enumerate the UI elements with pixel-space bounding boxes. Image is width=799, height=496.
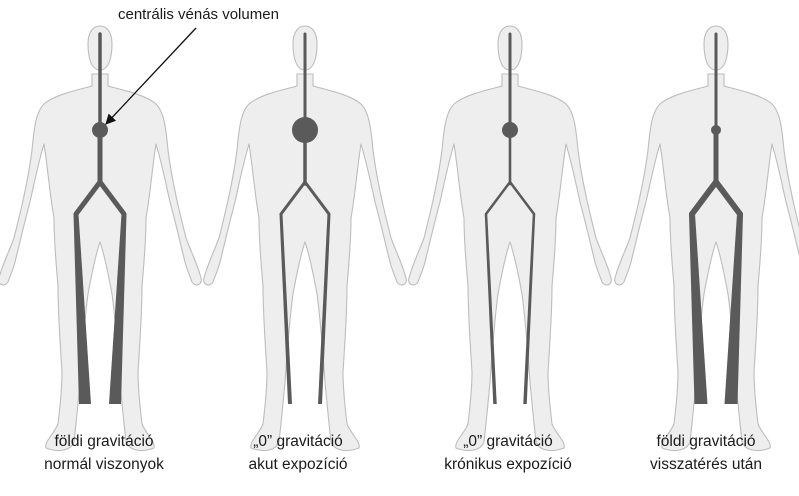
caption-line2: normál viszonyok (4, 453, 204, 476)
caption-fig4: földi gravitáció visszatérés után (606, 430, 799, 476)
caption-fig1: földi gravitáció normál viszonyok (4, 430, 204, 476)
body-figure-1 (0, 26, 201, 450)
annotation-label: centrális vénás volumen (118, 6, 279, 23)
caption-fig3: „0” gravitáció krónikus expozíció (408, 430, 608, 476)
body-silhouette (615, 26, 799, 450)
central-volume-dot (711, 125, 721, 135)
caption-line1: földi gravitáció (606, 430, 799, 453)
caption-line2: akut expozíció (198, 453, 398, 476)
caption-line2: krónikus expozíció (408, 453, 608, 476)
central-volume-dot (502, 122, 518, 138)
caption-line1: „0” gravitáció (198, 430, 398, 453)
central-volume-dot (292, 117, 318, 143)
central-volume-dot (92, 122, 108, 138)
caption-line2: visszatérés után (606, 453, 799, 476)
caption-line1: „0” gravitáció (408, 430, 608, 453)
body-figure-3 (409, 26, 612, 450)
caption-line1: földi gravitáció (4, 430, 204, 453)
caption-fig2: „0” gravitáció akut expozíció (198, 430, 398, 476)
body-figure-2 (204, 26, 407, 450)
body-figure-4 (615, 26, 799, 450)
